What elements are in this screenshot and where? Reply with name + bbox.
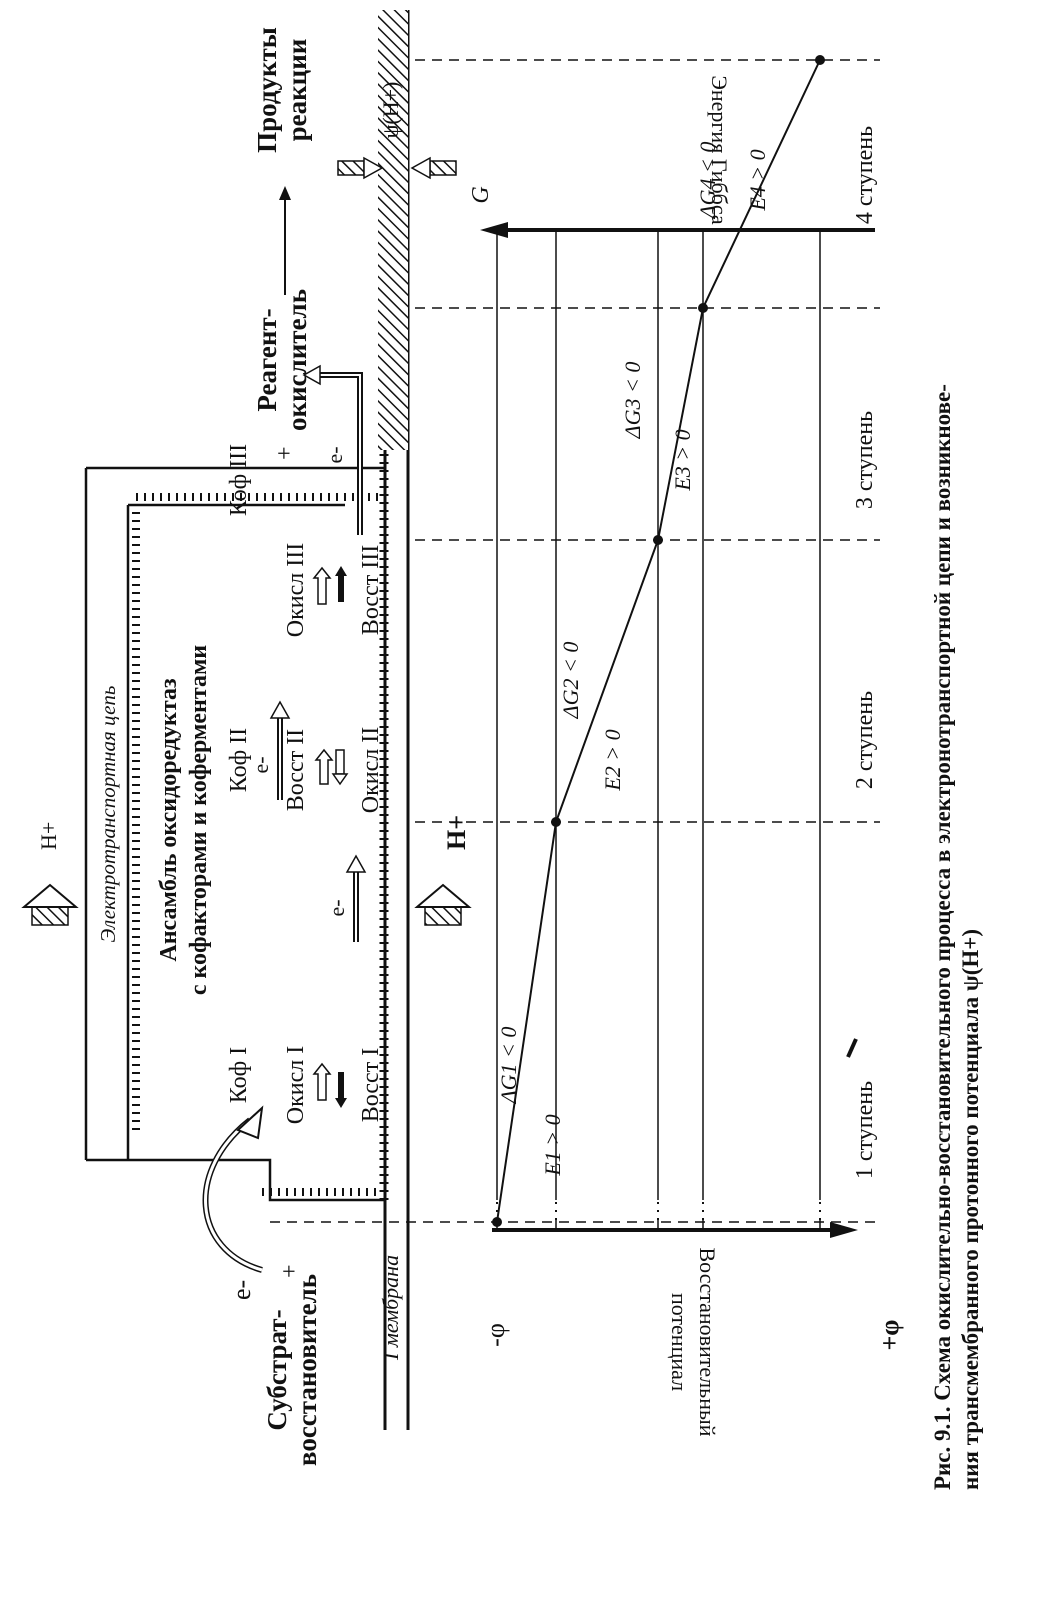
step-3-label: 3 ступень: [852, 411, 878, 509]
step-4-e: E4 > 0: [745, 149, 770, 211]
step-2-label: 2 ступень: [852, 691, 878, 789]
stray-mark: [846, 1038, 858, 1058]
energy-point: [698, 303, 708, 313]
proton-uptake-arrow: [21, 883, 79, 926]
membrane-hatch: [378, 10, 408, 450]
cofactor-3-name: Коф III: [226, 444, 252, 516]
substrate-label-2: восстановитель: [292, 1274, 322, 1466]
cofactor-1-red: Восст I: [358, 1048, 384, 1122]
substrate-electron-arrow: [202, 1117, 263, 1273]
reagent-label: Реагент-: [252, 308, 282, 411]
gibbs-label: Энергия Гиббса: [707, 75, 732, 225]
potential-label-2: потенциал: [667, 1293, 692, 1391]
potential-label: Восстановительный: [695, 1247, 720, 1436]
energy-point: [815, 55, 825, 65]
proton-release-label: H+: [442, 815, 471, 850]
cofactor-2-electron: e-: [324, 899, 349, 916]
cofactor-1-ox: Окисл I: [283, 1046, 309, 1124]
minus-phi-label: -φ: [481, 1323, 510, 1347]
substrate-label: Субстрат-: [262, 1309, 292, 1430]
rotated-diagram: Электротранспортная цепь Ансамбль оксидо…: [21, 10, 983, 1490]
energy-point: [653, 535, 663, 545]
cofactor-3-electron: e-: [248, 756, 273, 773]
psi-label: ψ(H+): [378, 82, 403, 139]
proton-release-arrow: [414, 883, 472, 926]
step-1-e: E1 > 0: [540, 1114, 565, 1176]
cofactor-3: Коф III Окисл III Восст III e-: [226, 444, 384, 800]
cofactor-2: Коф II Восст II Окисл II e-: [226, 727, 384, 942]
cofactor-3-red: Восст III: [358, 545, 384, 635]
cofactor-1: Коф I Окисл I Восст I: [226, 1046, 384, 1124]
step-4-label: 4 ступень: [852, 126, 878, 224]
step-2-dg: ΔG2 < 0: [558, 642, 583, 720]
products-label: Продукты: [252, 27, 282, 153]
membrane-label: I мембрана: [378, 1255, 403, 1361]
caption-line-2: ния трансмембранного протонного потенциа…: [958, 929, 983, 1490]
ensemble-label-2: с кофакторами и коферментами: [186, 645, 212, 995]
step-1-label: 1 ступень: [852, 1081, 878, 1179]
energy-point: [492, 1217, 502, 1227]
products-arrow: [279, 186, 291, 295]
gibbs-axis-label: G: [468, 186, 494, 203]
caption-line-1: Рис. 9.1. Схема окислительно-восстановит…: [930, 384, 955, 1490]
products-label-2: реакции: [282, 39, 312, 142]
proton-uptake-label: H+: [36, 822, 61, 850]
step-3-dg: ΔG3 < 0: [620, 362, 645, 440]
reagent-plus: +: [272, 446, 298, 460]
energy-chart: -φ +φ Восстановительный потенциал G Энер…: [270, 55, 904, 1437]
cofactor-1-name: Коф I: [226, 1047, 252, 1103]
chain-label: Электротранспортная цепь: [96, 686, 120, 943]
step-2-e: E2 > 0: [600, 729, 625, 791]
cofactor-3-ox: Окисл III: [283, 543, 309, 637]
ensemble-label: Ансамбль оксидоредуктаз: [156, 678, 182, 962]
membrane: [378, 10, 410, 1430]
chain-enclosure: [84, 466, 384, 1202]
substrate-electron-label: e-: [227, 1280, 256, 1300]
reagent-label-2: окислитель: [282, 289, 312, 431]
substrate-plus: +: [277, 1264, 303, 1278]
plus-phi-label: +φ: [875, 1319, 904, 1350]
cofactor-2-ox: Окисл II: [358, 727, 384, 813]
step-3-e: E3 > 0: [670, 429, 695, 491]
energy-point: [551, 817, 561, 827]
step-1-dg: ΔG1 < 0: [496, 1027, 521, 1105]
cofactor-2-name: Коф II: [226, 728, 252, 792]
step-4-dg: ΔG4 < 0: [695, 142, 720, 220]
reagent-electron-arrow: [302, 364, 363, 535]
reagent-electron-label: e-: [322, 446, 347, 463]
cofactor-2-red: Восст II: [283, 729, 309, 811]
psi-arrows: [337, 156, 457, 180]
